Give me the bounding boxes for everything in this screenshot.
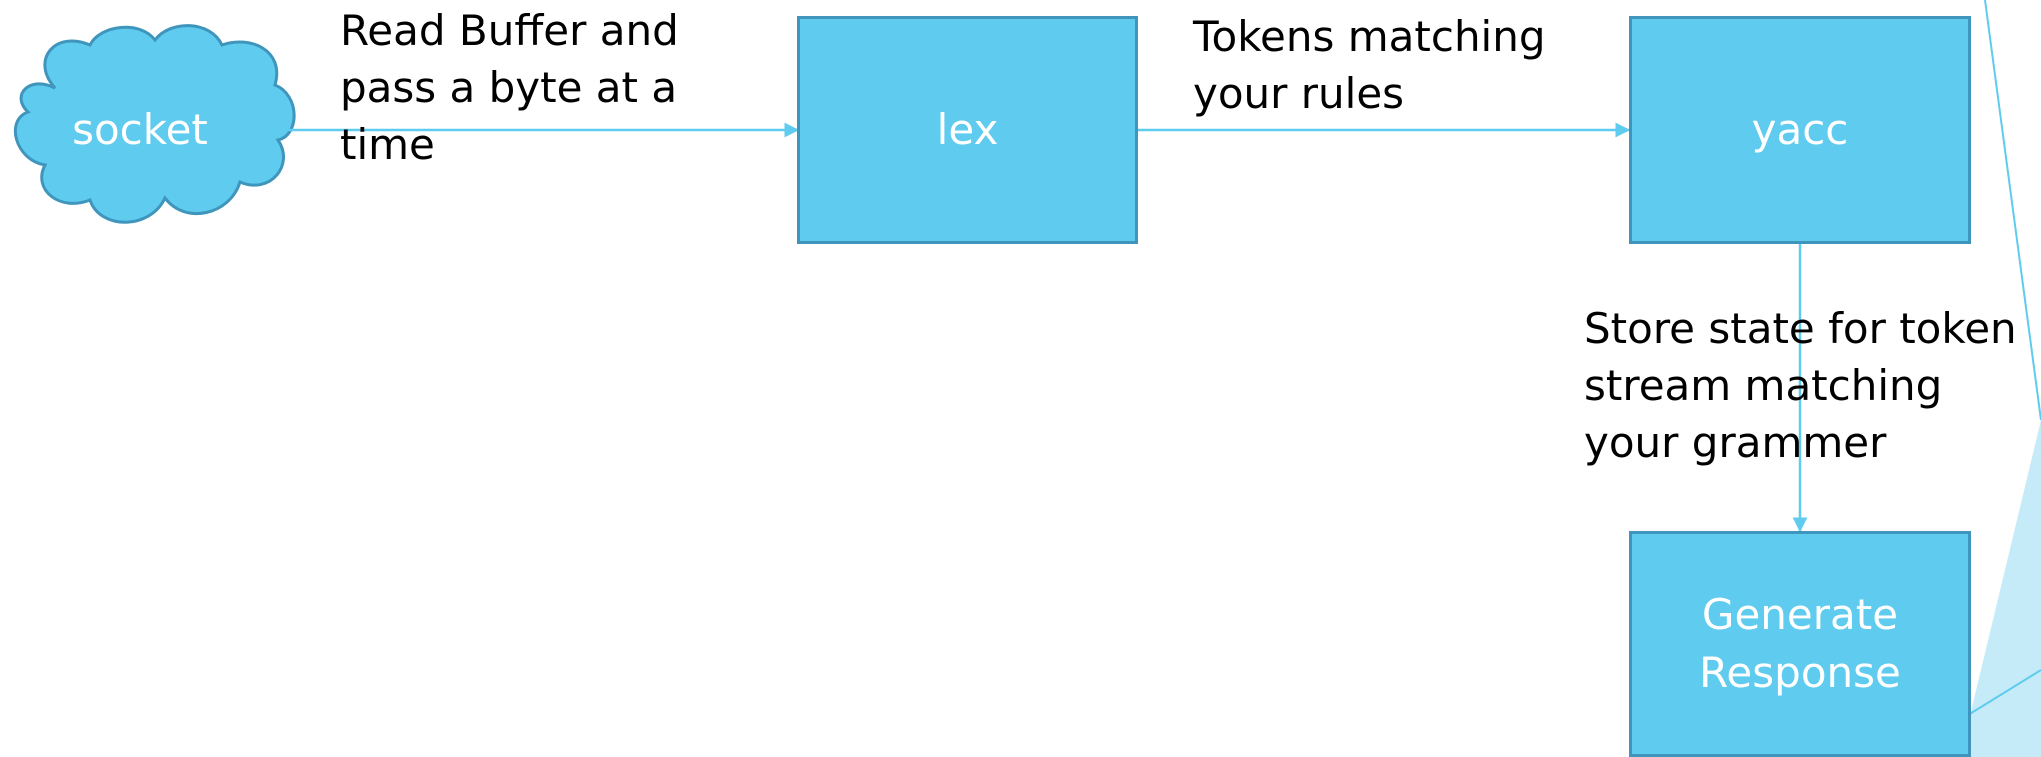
edge-label-yacc-to-response: Store state for token stream matching yo… bbox=[1584, 304, 2017, 467]
lex-node: lex bbox=[797, 16, 1138, 244]
edge-label-lex-to-yacc: Tokens matching your rules bbox=[1193, 12, 1546, 118]
edge-label-socket-to-lex: Read Buffer and pass a byte at a time bbox=[340, 6, 679, 169]
decorative-line bbox=[1984, 0, 2041, 421]
generate-response-node-label: Generate Response bbox=[1699, 590, 1901, 697]
yacc-node-label: yacc bbox=[1751, 105, 1849, 154]
generate-response-node: Generate Response bbox=[1629, 531, 1971, 757]
lex-node-label: lex bbox=[936, 105, 999, 154]
socket-node-label: socket bbox=[72, 105, 208, 154]
decorative-triangle bbox=[1960, 420, 2041, 757]
decorative-line bbox=[1959, 669, 2041, 721]
yacc-node: yacc bbox=[1629, 16, 1971, 244]
socket-cloud-shape bbox=[13, 24, 296, 224]
